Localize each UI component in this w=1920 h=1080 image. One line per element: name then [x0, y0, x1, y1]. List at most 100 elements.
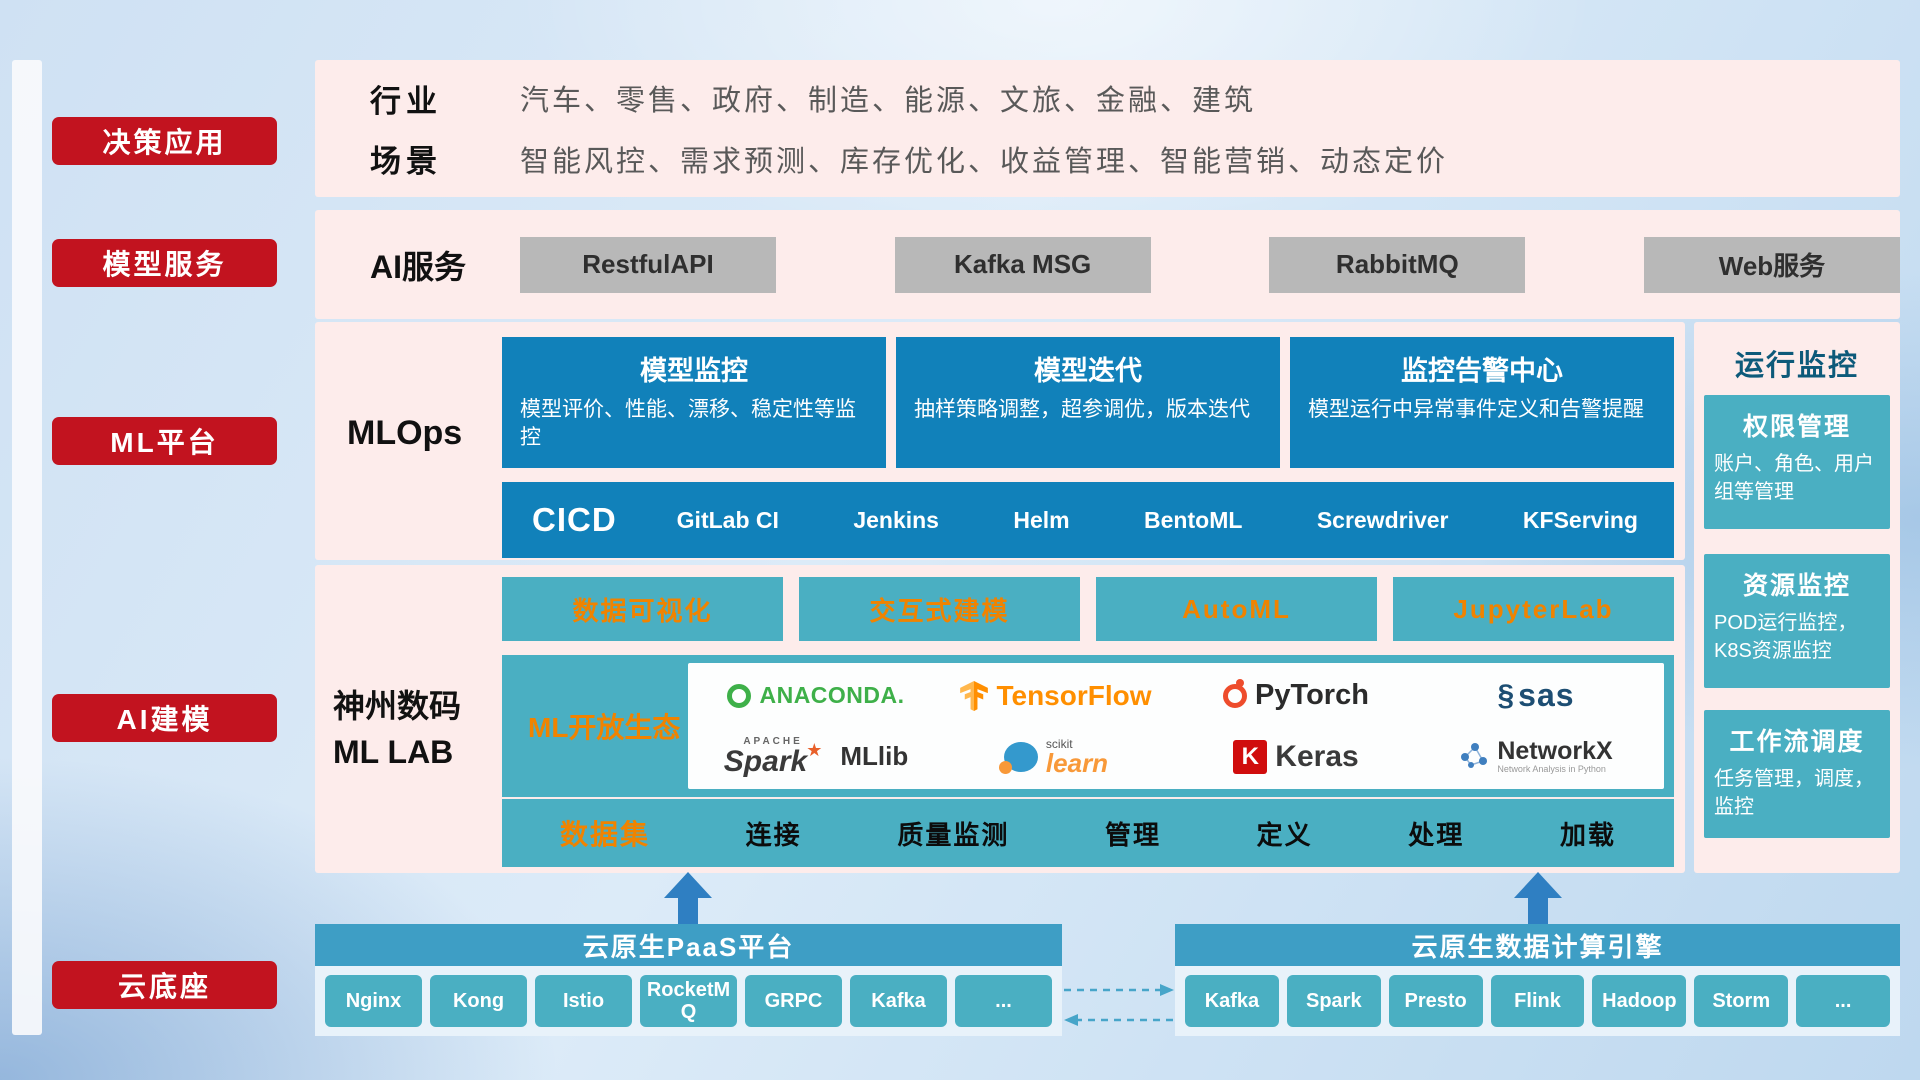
- networkx-subtitle: Network Analysis in Python: [1497, 764, 1606, 775]
- mllab-tool-buttons: 数据可视化 交互式建模 AutoML JupyterLab: [502, 577, 1674, 641]
- networkx-wordmark: NetworkX: [1497, 736, 1613, 765]
- scikit-learn-logo: scikit learn: [998, 736, 1109, 778]
- scikit-label: scikit: [1045, 736, 1073, 751]
- card-title: 模型迭代: [1034, 356, 1142, 386]
- dataset-item-manage: 管理: [1104, 819, 1161, 850]
- card-title: 权限管理: [1742, 413, 1851, 441]
- pytorch-logo: PyTorch: [1223, 678, 1369, 712]
- monitor-card-permissions: 权限管理 账户、角色、用户组等管理: [1704, 395, 1890, 529]
- spark-mllib-logo: APACHE Spark ★ MLlib: [724, 736, 909, 777]
- engine-item-hadoop: Hadoop: [1592, 975, 1687, 1027]
- arrow-right-head: [1160, 984, 1174, 996]
- anaconda-wordmark: ANACONDA.: [759, 682, 905, 708]
- scikit-learn-icon: [998, 741, 1038, 774]
- main-area: 行业 汽车、零售、政府、制造、能源、文旅、金融、建筑 场景 智能风控、需求预测、…: [315, 60, 1900, 1035]
- sidebar-item-ai-modeling: AI建模: [52, 694, 277, 742]
- card-title: 监控告警中心: [1401, 356, 1563, 386]
- ecosystem-logo-box: ANACONDA. TensorFlow PyTorch: [688, 663, 1664, 789]
- monitor-card-workflow: 工作流调度 任务管理，调度，监控: [1704, 710, 1890, 838]
- card-title: 模型监控: [640, 356, 748, 386]
- card-desc: 抽样策略调整，超参调优，版本迭代: [914, 398, 1250, 421]
- card-title: 工作流调度: [1729, 728, 1865, 756]
- tensorflow-logo: TensorFlow: [960, 679, 1152, 712]
- runtime-monitor-title: 运行监控: [1734, 350, 1859, 382]
- mllib-wordmark: MLlib: [840, 741, 909, 771]
- data-engine-group: 云原生数据计算引擎 Kafka Spark Presto Flink Hadoo…: [1175, 924, 1900, 1036]
- cicd-tool-screwdriver: Screwdriver: [1316, 506, 1449, 533]
- cicd-tool-bentoml: BentoML: [1144, 506, 1243, 533]
- card-desc: POD运行监控，K8S资源监控: [1714, 612, 1858, 662]
- mllab-label: 神州数码 ML LAB: [333, 683, 461, 776]
- service-button-rabbitmq: RabbitMQ: [1269, 236, 1526, 293]
- mlops-card-model-monitoring: 模型监控 模型评价、性能、漂移、稳定性等监控: [502, 337, 886, 468]
- keras-wordmark: Keras: [1275, 739, 1359, 773]
- paas-platform-group: 云原生PaaS平台 Nginx Kong Istio RocketMQ GRPC…: [315, 924, 1062, 1036]
- card-title: 资源监控: [1742, 572, 1851, 600]
- monitor-card-resources: 资源监控 POD运行监控，K8S资源监控: [1704, 554, 1890, 688]
- service-button-kafka-msg: Kafka MSG: [894, 236, 1151, 293]
- dataset-item-load: 加载: [1559, 819, 1616, 850]
- keras-logo: K Keras: [1233, 739, 1359, 774]
- card-desc: 模型运行中异常事件定义和告警提醒: [1308, 398, 1644, 421]
- engine-item-flink: Flink: [1490, 975, 1585, 1027]
- dataset-item-process: 处理: [1408, 819, 1465, 850]
- ai-service-label: AI服务: [370, 248, 467, 285]
- card-desc: 模型评价、性能、漂移、稳定性等监控: [520, 398, 856, 450]
- sas-swirl-icon: §: [1497, 678, 1515, 712]
- cicd-tool-helm: Helm: [1013, 506, 1070, 533]
- scenario-label: 场景: [370, 144, 442, 180]
- paas-item-istio: Istio: [535, 975, 632, 1027]
- open-ecosystem-panel: ML开放生态 ANACONDA. TensorFlow: [502, 655, 1674, 797]
- left-accent-strip: [12, 60, 42, 1035]
- engine-item-presto: Presto: [1388, 975, 1483, 1027]
- mllab-label-line2: ML LAB: [333, 734, 454, 771]
- mlops-label: MLOps: [347, 414, 463, 452]
- runtime-monitor-panel: 运行监控 权限管理 账户、角色、用户组等管理 资源监控 POD运行监控，K8S资…: [1694, 322, 1900, 873]
- paas-item-grpc: GRPC: [745, 975, 842, 1027]
- dataset-item-connect: 连接: [745, 819, 802, 850]
- engine-item-spark: Spark: [1286, 975, 1381, 1027]
- sidebar-item-decision-apps: 决策应用: [52, 117, 277, 165]
- dataset-item-define: 定义: [1256, 819, 1313, 850]
- dataset-item-quality: 质量监测: [897, 819, 1010, 850]
- cicd-tool-kfserving: KFServing: [1522, 506, 1638, 533]
- anaconda-logo: ANACONDA.: [727, 682, 904, 709]
- arrow-left-head: [1064, 1014, 1078, 1026]
- tensorflow-wordmark: TensorFlow: [996, 679, 1152, 711]
- learn-label: learn: [1045, 747, 1109, 778]
- data-engine-items: Kafka Spark Presto Flink Hadoop Storm ..…: [1175, 966, 1900, 1036]
- networkx-graph-icon: [1461, 743, 1488, 769]
- dataset-row: 数据集 连接 质量监测 管理 定义 处理 加载: [502, 799, 1674, 867]
- sidebar-item-ml-platform: ML平台: [52, 417, 277, 465]
- industry-band: 行业 汽车、零售、政府、制造、能源、文旅、金融、建筑 场景 智能风控、需求预测、…: [315, 60, 1900, 197]
- data-flow-arrows: [1064, 984, 1174, 1026]
- up-arrow-left: [664, 872, 712, 924]
- scenario-row: 场景 智能风控、需求预测、库存优化、收益管理、智能营销、动态定价: [370, 136, 1900, 181]
- sas-logo: § sas: [1497, 677, 1574, 714]
- sas-wordmark: sas: [1518, 677, 1575, 713]
- networkx-logo: NetworkX Network Analysis in Python: [1459, 736, 1613, 775]
- card-desc: 任务管理，调度，监控: [1714, 768, 1874, 818]
- spark-star-icon: ★: [806, 739, 823, 760]
- tensorflow-icon: [960, 680, 989, 711]
- tool-button-jupyterlab: JupyterLab: [1393, 577, 1674, 641]
- paas-platform-title: 云原生PaaS平台: [315, 924, 1062, 966]
- paas-item-rocketmq: RocketMQ: [640, 975, 737, 1027]
- paas-platform-items: Nginx Kong Istio RocketMQ GRPC Kafka ...: [315, 966, 1062, 1036]
- cicd-label: CICD: [532, 501, 617, 538]
- paas-item-more: ...: [955, 975, 1052, 1027]
- pytorch-wordmark: PyTorch: [1255, 679, 1369, 711]
- keras-k-icon: K: [1233, 739, 1268, 774]
- ai-service-band: AI服务 RestfulAPI Kafka MSG RabbitMQ Web服务: [315, 210, 1900, 319]
- mlops-card-model-iteration: 模型迭代 抽样策略调整，超参调优，版本迭代: [896, 337, 1280, 468]
- cicd-tool-jenkins: Jenkins: [853, 506, 939, 533]
- mllab-band: 神州数码 ML LAB 数据可视化 交互式建模 AutoML JupyterLa…: [315, 565, 1685, 873]
- ecosystem-label: ML开放生态: [528, 712, 681, 743]
- data-engine-title: 云原生数据计算引擎: [1175, 924, 1900, 966]
- mlops-cards: 模型监控 模型评价、性能、漂移、稳定性等监控 模型迭代 抽样策略调整，超参调优，…: [502, 337, 1674, 468]
- tool-button-automl: AutoML: [1096, 577, 1377, 641]
- mlops-band: MLOps 模型监控 模型评价、性能、漂移、稳定性等监控 模型迭代 抽样策略调整…: [315, 322, 1685, 560]
- card-desc: 账户、角色、用户组等管理: [1714, 453, 1874, 503]
- industry-label: 行业: [370, 83, 442, 119]
